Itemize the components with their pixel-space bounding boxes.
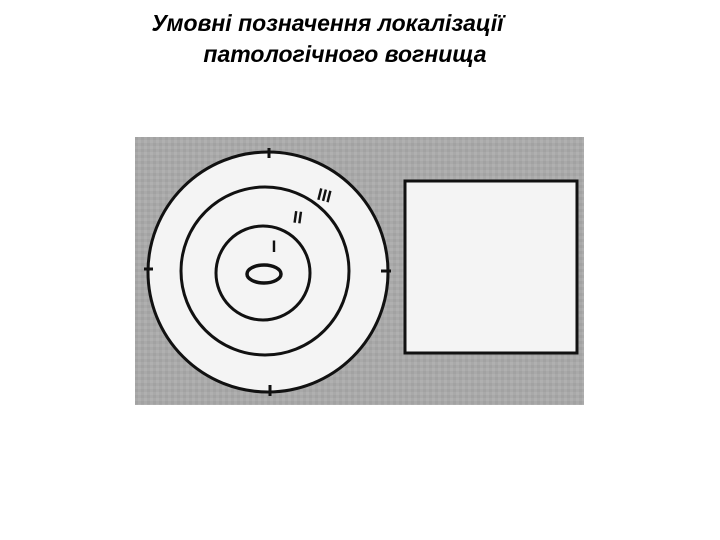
central-oval: [245, 263, 283, 285]
localization-diagram: I II III: [135, 137, 584, 405]
zone-label-3: III: [315, 185, 333, 207]
title-line-1: Умовні позначення локалізації: [151, 10, 504, 36]
square-box: [403, 179, 579, 355]
zone-label-2: II: [292, 207, 304, 227]
diagram-svg: I II III: [135, 137, 584, 405]
title-line-2: патологічного вогнища: [203, 41, 487, 67]
zone-label-1: I: [272, 237, 277, 256]
slide-title: Умовні позначення локалізації патологічн…: [0, 8, 720, 70]
